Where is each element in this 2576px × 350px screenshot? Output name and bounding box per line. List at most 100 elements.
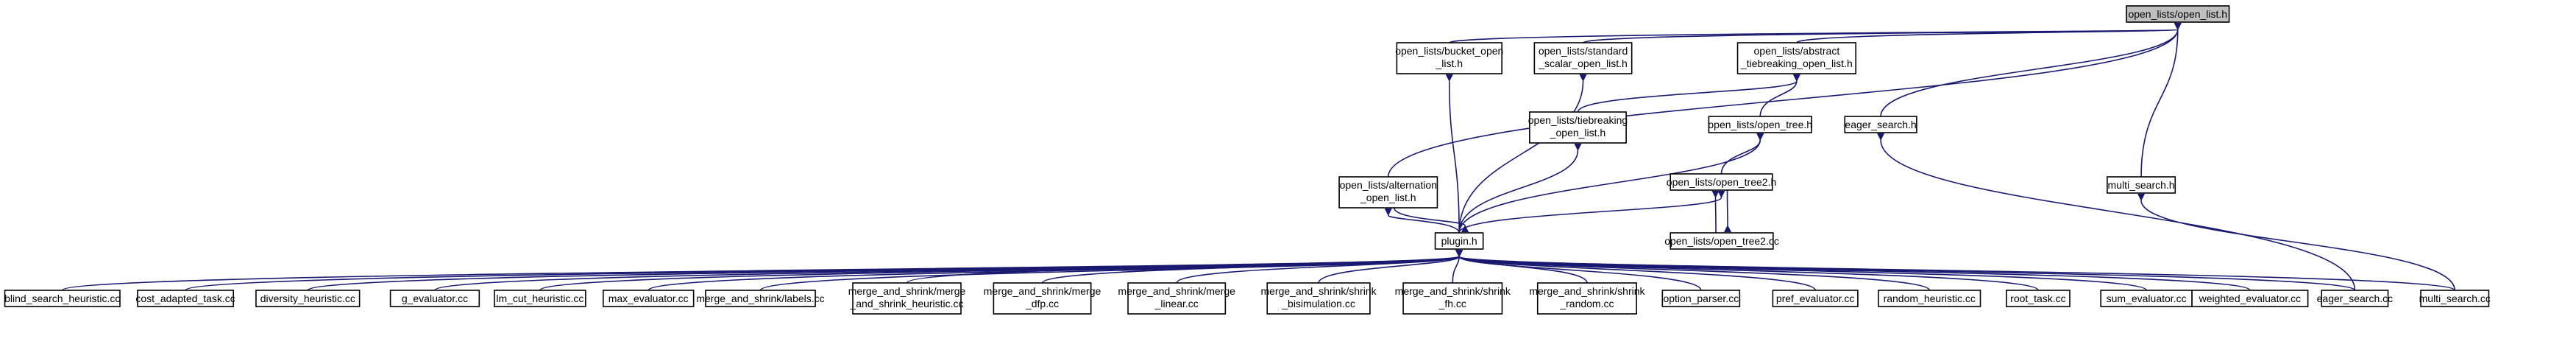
node-eager_h-box [1844,116,1917,133]
node-abstract-label-0: open_lists/abstract [1754,45,1840,57]
edge-plugin-to-standard [1458,74,1587,234]
node-blind[interactable]: blind_search_heuristic.cc [4,290,121,307]
edge-alternation-to-plugin [1393,207,1469,233]
node-mas_bisim[interactable]: merge_and_shrink/shrink_bisimulation.cc [1260,282,1377,315]
node-alternation[interactable]: open_lists/alternation_open_list.h [1338,176,1438,209]
node-eager_cc-label-0: eager_search.cc [2317,293,2394,304]
node-multi_cc[interactable]: multi_search.cc [2419,290,2491,307]
node-mas_linear[interactable]: merge_and_shrink/merge_linear.cc [1118,282,1235,315]
edge-plugin-to-tiebreak [1458,143,1582,234]
edge-mas_bisim-to-plugin [1318,249,1463,284]
node-mas_fh[interactable]: merge_and_shrink/shrink_fh.cc [1395,282,1511,315]
node-optparser[interactable]: option_parser.cc [1661,290,1741,307]
node-plugin-box [1434,232,1484,250]
node-cost-box [137,290,235,307]
node-mas_linear-label-1: _linear.cc [1154,298,1199,309]
node-mas_heur-box [852,282,962,315]
node-labels-box [705,290,816,307]
dependency-edges [61,22,2456,291]
edge-eager_h-to-root [1880,22,2182,117]
edge-mas_dfp-to-plugin [1041,249,1463,284]
node-standard-label-0: open_lists/standard [1539,45,1628,57]
node-geval[interactable]: g_evaluator.cc [389,290,480,307]
node-roottask-label-0: root_task.cc [2010,293,2065,304]
node-weighted[interactable]: weighted_evaluator.cc [2191,290,2309,307]
node-opentree2cc[interactable]: open_lists/open_tree2.cc [1664,232,1779,250]
edge-multi_cc-to-plugin [1455,249,2456,291]
node-randheur-label-0: random_heuristic.cc [1884,293,1976,304]
node-diversity-label-0: diversity_heuristic.cc [260,293,355,304]
node-labels-label-0: merge_and_shrink/labels.cc [696,293,824,304]
node-cost[interactable]: cost_adapted_task.cc [135,290,235,307]
node-mas_heur-label-1: _and_shrink_heuristic.cc [849,298,963,309]
node-prefeval-label-0: pref_evaluator.cc [1776,293,1855,304]
node-mas_dfp-box [993,282,1092,315]
node-bucket[interactable]: open_lists/bucket_open_list.h [1395,42,1503,74]
node-sumeval[interactable]: sum_evaluator.cc [2100,290,2193,307]
node-standard-box [1533,42,1633,74]
node-mas_dfp[interactable]: merge_and_shrink/merge_dfp.cc [984,282,1101,315]
node-abstract[interactable]: open_lists/abstract_tiebreaking_open_lis… [1736,42,1856,74]
node-root[interactable]: open_lists/open_list.h [2126,5,2230,23]
file-nodes: open_lists/open_list.h open_lists/bucket_… [4,5,2491,315]
node-multi_h-box [2107,176,2176,194]
node-mas_random-label-0: merge_and_shrink/shrink [1529,285,1645,297]
node-plugin[interactable]: plugin.h [1434,232,1484,250]
node-randheur[interactable]: random_heuristic.cc [1878,290,1981,307]
node-roottask[interactable]: root_task.cc [2006,290,2071,307]
node-multi_cc-label-0: multi_search.cc [2419,293,2491,304]
node-eager_h-label-0: eager_search.h [1845,119,1916,130]
node-tiebreak[interactable]: open_lists/tiebreaking_open_list.h [1528,111,1628,144]
node-optparser-label-0: option_parser.cc [1663,293,1739,304]
node-labels[interactable]: merge_and_shrink/labels.cc [696,290,825,307]
node-mas_dfp-label-1: _dfp.cc [1025,298,1059,309]
node-bucket-box [1396,42,1502,74]
node-tiebreak-label-1: _open_list.h [1550,127,1606,139]
node-multi_h[interactable]: multi_search.h [2107,176,2176,194]
node-tiebreak-box [1529,111,1627,144]
node-standard[interactable]: open_lists/standard_scalar_open_list.h [1533,42,1633,74]
node-mas_heur[interactable]: merge_and_shrink/merge_and_shrink_heuris… [848,282,966,315]
node-mas_fh-box [1402,282,1503,315]
node-mas_bisim-box [1266,282,1371,315]
node-maxeval[interactable]: max_evaluator.cc [602,290,695,307]
node-opentree[interactable]: open_lists/open_tree.h [1708,116,1812,133]
node-lmcut[interactable]: lm_cut_heuristic.cc [494,290,586,307]
node-blind-box [4,290,121,307]
node-diversity-box [255,290,361,307]
node-mas_fh-label-1: _fh.cc [1438,298,1466,309]
node-roottask-box [2006,290,2071,307]
node-mas_random[interactable]: merge_and_shrink/shrink_random.cc [1529,282,1646,315]
node-optparser-box [1661,290,1741,307]
edge-blind-to-plugin [61,249,1464,291]
node-alternation-label-1: _open_list.h [1360,192,1416,203]
node-lmcut-box [494,290,586,307]
node-opentree2cc-label-0: open_lists/open_tree2.cc [1664,235,1779,247]
node-standard-label-1: _scalar_open_list.h [1538,57,1628,69]
edge-multi_cc-to-multi_h [2137,193,2456,291]
edge-plugin-to-opentree2h [1458,190,1725,234]
node-eager_h[interactable]: eager_search.h [1844,116,1917,133]
node-maxeval-box [602,290,695,307]
node-eager_cc[interactable]: eager_search.cc [2317,290,2394,307]
node-mas_dfp-label-0: merge_and_shrink/merge [984,285,1101,297]
node-mas_bisim-label-1: _bisimulation.cc [1281,298,1355,309]
node-multi_cc-box [2420,290,2490,307]
edge-opentree2cc-to-opentree2h [1711,190,1720,234]
node-abstract-box [1736,42,1856,74]
node-opentree2h[interactable]: open_lists/open_tree2.h [1667,173,1776,191]
edge-eager_cc-to-eager_h [1877,133,2356,291]
edge-mas_linear-to-plugin [1176,249,1463,284]
node-bucket-label-1: _list.h [1435,57,1463,69]
node-mas_random-label-1: _random.cc [1559,298,1614,309]
node-plugin-label-0: plugin.h [1441,235,1477,247]
edge-plugin-to-bucket [1445,74,1460,234]
node-geval-label-0: g_evaluator.cc [402,293,468,304]
node-maxeval-label-0: max_evaluator.cc [608,293,689,304]
node-alternation-label-0: open_lists/alternation [1340,179,1437,191]
node-prefeval[interactable]: pref_evaluator.cc [1772,290,1859,307]
node-diversity[interactable]: diversity_heuristic.cc [255,290,361,307]
node-abstract-label-1: _tiebreaking_open_list.h [1740,57,1853,69]
edge-optparser-to-plugin [1455,249,1702,291]
